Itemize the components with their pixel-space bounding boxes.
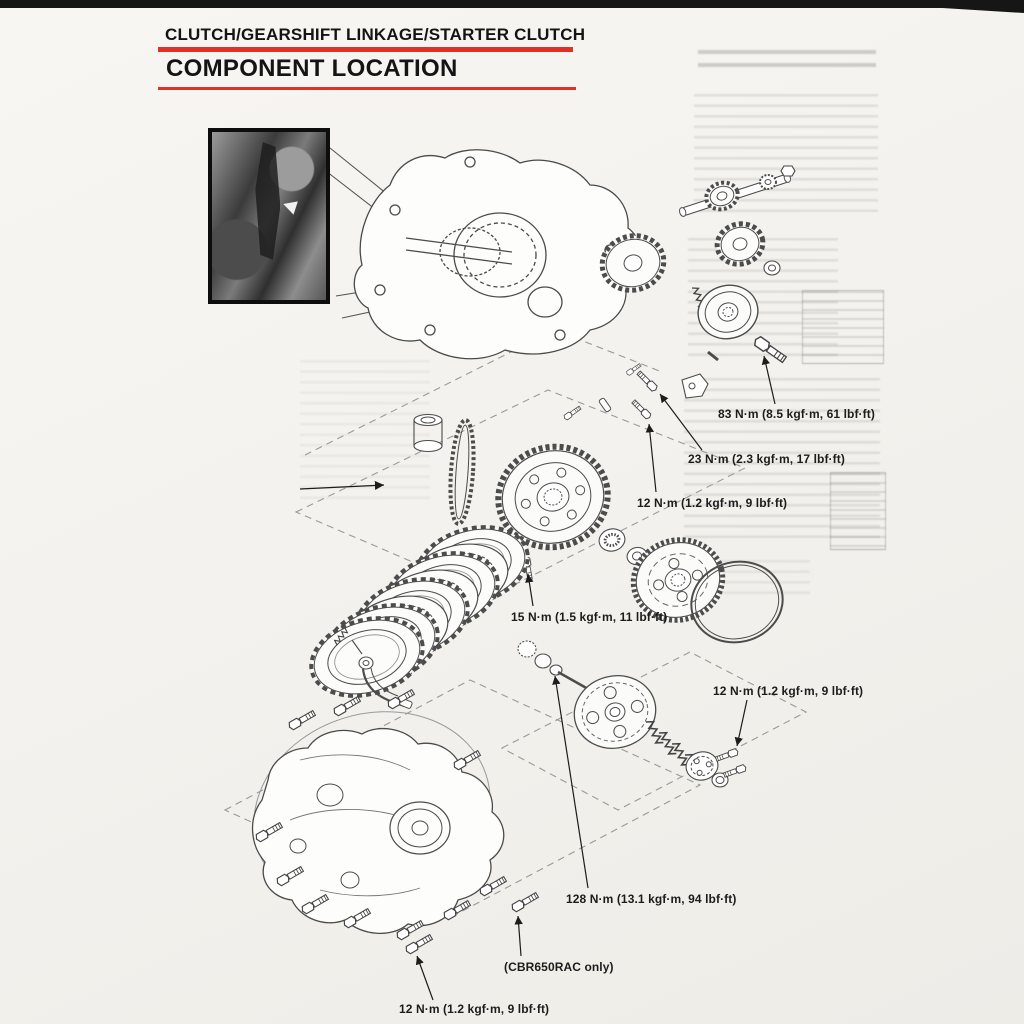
bleed-through-text (300, 360, 430, 500)
photo-dark-part (255, 142, 281, 260)
model-note-callout: (CBR650RAC only) (504, 960, 614, 974)
bleed-through-figure (802, 290, 884, 364)
red-rule-thin (158, 87, 576, 90)
clutch-lever-arm (332, 627, 413, 709)
section-breadcrumb: CLUTCH/GEARSHIFT LINKAGE/STARTER CLUTCH (165, 25, 586, 44)
pressure-plate-group (573, 675, 748, 788)
bolt-23nm (635, 369, 659, 393)
upper-crankcase (353, 149, 641, 360)
small-fasteners (562, 350, 719, 422)
scan-edge-artifact (0, 0, 1024, 8)
red-rule-thick (158, 47, 573, 52)
torque-callout: 23 N·m (2.3 kgf·m, 17 lbf·ft) (688, 452, 845, 466)
torque-callout: 12 N·m (1.2 kgf·m, 9 lbf·ft) (399, 1002, 550, 1016)
bolt-12nm-upper (630, 398, 653, 421)
bolt-83nm (751, 334, 789, 365)
assembly-direction-arrow (299, 480, 385, 490)
drive-chain (448, 418, 476, 526)
bleed-through-text (684, 378, 880, 546)
torque-callout: 12 N·m (1.2 kgf·m, 9 lbf·ft) (637, 496, 788, 510)
needle-bearing (598, 528, 626, 552)
bleed-through-text (698, 50, 876, 76)
starter-clutch-shaft-assembly (599, 165, 796, 365)
clutch-outer-gear (495, 443, 611, 551)
lifter-plate (685, 751, 719, 781)
one-way-clutch (697, 284, 759, 340)
torque-callout: 128 N·m (13.1 kgf·m, 94 lbf·ft) (566, 892, 737, 906)
torque-callout: 15 N·m (1.5 kgf·m, 11 lbf·ft) (511, 610, 668, 624)
bolt-cbr650rac (509, 890, 540, 914)
bolt-12nm-bottom (403, 932, 434, 956)
clutch-plate-stack (300, 512, 539, 711)
page-title: COMPONENT LOCATION (166, 55, 458, 82)
callout-leader-arrows (415, 355, 776, 1001)
bleed-through-figure (830, 472, 886, 550)
clutch-cover-group (251, 687, 540, 956)
location-photo (208, 128, 330, 304)
bolt-12nm-right (714, 747, 740, 763)
clutch-ring (690, 560, 784, 644)
clutch-center (630, 537, 726, 623)
torque-callout: 12 N·m (1.2 kgf·m, 9 lbf·ft) (713, 684, 864, 698)
torque-callout: 83 N·m (8.5 kgf·m, 61 lbf·ft) (718, 407, 875, 421)
photo-pointer-arrow-icon (280, 197, 298, 215)
